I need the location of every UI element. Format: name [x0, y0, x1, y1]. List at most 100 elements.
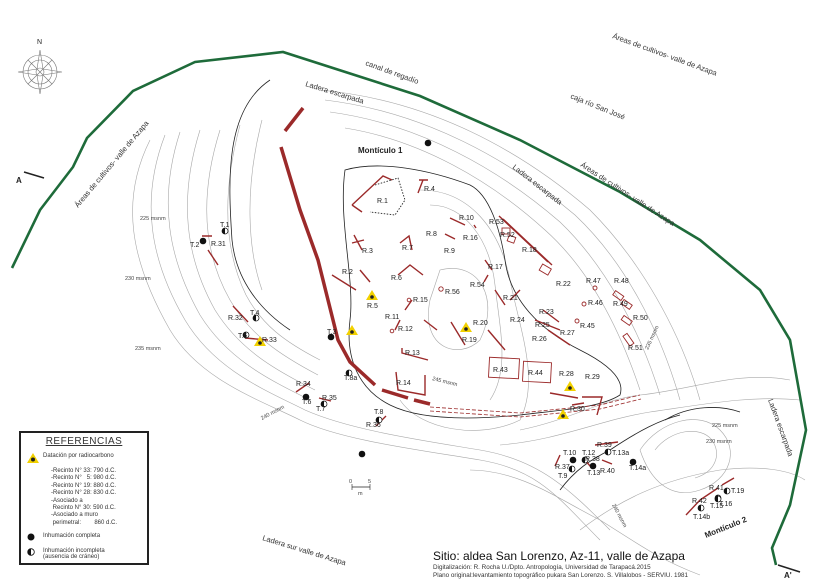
complete-burial-icon [358, 450, 366, 458]
tomb-label: T.13a [612, 450, 629, 457]
tomb-label: T.10 [563, 450, 576, 457]
map-title: Sitio: aldea San Lorenzo, Az-11, valle d… [433, 549, 685, 563]
contour-label: 230 msnm [706, 439, 732, 445]
tomb-label: T.16 [719, 501, 732, 508]
scale-five: 5 [368, 479, 371, 485]
tomb-label: T.2 [190, 242, 199, 249]
incomplete-burial-icon [723, 487, 731, 495]
tomb-label: T.14a [629, 465, 646, 472]
legend-radiocarbon: Datación por radiocarbono [43, 453, 114, 459]
recinto-label: R.24 [510, 317, 525, 324]
incomplete-burial-icon [320, 400, 328, 408]
tomb-label: T.7 [316, 406, 325, 413]
recinto-label: R.48 [614, 278, 629, 285]
legend-box: REFERENCIAS Datación por radiocarbono -R… [19, 431, 149, 565]
recinto-label: R.9 [444, 248, 455, 255]
radiocarbon-icon [557, 409, 569, 419]
recinto-label: R.4 [424, 186, 435, 193]
legend-dates: -Recinto N° 33: 790 d.C.-Recinto N° 5: 9… [51, 468, 147, 527]
recinto-label: R.18 [522, 247, 537, 254]
area-label: Ladera escarpada [766, 398, 795, 459]
recinto-label: R.50 [633, 315, 648, 322]
recinto-label: R.8 [426, 231, 437, 238]
recinto-label: R.2 [342, 269, 353, 276]
recinto-label: R.25 [535, 322, 550, 329]
credit-digitization: Digitalización: R. Rocha U./Dpto. Antrop… [433, 564, 651, 571]
recinto-label: R.44 [528, 370, 543, 377]
cultivation-boundary-line [10, 50, 808, 566]
recinto-label: R.45 [580, 323, 595, 330]
tomb-label: T.12 [582, 450, 595, 457]
credit-original-plan: Plano original:levantamiento topográfico… [433, 572, 688, 579]
recinto-label: R.38 [585, 456, 600, 463]
recinto-label: R.10 [459, 215, 474, 222]
section-label-a-prime: A' [784, 571, 792, 580]
legend-incomplete: Inhumación incompleta [43, 548, 105, 555]
tomb-label: T.3 [327, 329, 336, 336]
recinto-label: R.31 [211, 241, 226, 248]
recinto-label: R.52 [500, 232, 515, 239]
radiocarbon-icon [346, 325, 358, 335]
recinto-label: R.39 [597, 442, 612, 449]
tomb-label: T.13 [587, 470, 600, 477]
radiocarbon-icon [27, 453, 43, 465]
incomplete-burial-icon [604, 448, 612, 456]
contour-label: 225 msnm [140, 216, 166, 222]
recinto-label: R.41 [709, 485, 724, 492]
complete-burial-icon [629, 458, 637, 466]
tomb-label: T.9 [558, 473, 567, 480]
walls [202, 106, 735, 516]
recinto-label: R.5 [367, 303, 378, 310]
incomplete-burial-icon [345, 369, 353, 377]
incomplete-burial-icon [581, 456, 589, 464]
recinto-label: R.32 [228, 315, 243, 322]
contour-label: 235 msnm [644, 325, 660, 351]
area-label: Áreas de cultivos- valle de Azapa [611, 31, 719, 78]
recinto-label: R.56 [445, 289, 460, 296]
recinto-label: R.28 [559, 371, 574, 378]
recinto-label: R.27 [560, 330, 575, 337]
incomplete-burial-icon [221, 227, 229, 235]
area-label: Ladera sur valle de Azapa [261, 533, 347, 567]
recinto-label: R.40 [600, 468, 615, 475]
legend-title: REFERENCIAS [45, 436, 123, 447]
perimeter-wall [279, 146, 377, 387]
legend-date-line: -Asociado a [51, 497, 83, 504]
recinto-label: R.11 [385, 314, 399, 321]
north-arrow-icon [17, 49, 63, 95]
legend-date-line: -Recinto N° 28: 830 d.C. [51, 490, 117, 497]
section-label-a: A [16, 176, 22, 185]
legend-date-line: -Recinto N° 19: 880 d.C. [51, 482, 117, 489]
scale-zero: 0 [349, 479, 352, 485]
recinto-label: R.19 [462, 337, 477, 344]
tomb-label: T.5 [238, 333, 247, 340]
recinto-label: R.22 [556, 281, 571, 288]
area-label: Ladera escarpada [304, 79, 365, 106]
tomb-label: T.4 [250, 310, 259, 317]
contour-label: 240 msnm [610, 503, 628, 529]
radiocarbon-icon [564, 381, 576, 391]
tomb-label: T.14b [693, 514, 710, 521]
complete-burial-icon [302, 393, 310, 401]
scale-unit: m [358, 491, 363, 497]
contour-label: 235 msnm [135, 346, 161, 352]
tomb-label: T.8 [374, 409, 383, 416]
recinto-label: R.34 [296, 381, 311, 388]
complete-burial-icon [424, 139, 432, 147]
radiocarbon-icon [254, 336, 266, 346]
recinto-label: R.29 [585, 374, 600, 381]
legend-date-line: -Recinto N° 33: 790 d.C. [51, 468, 117, 474]
recinto-label: R.15 [413, 297, 428, 304]
recinto-label: R.33 [262, 337, 277, 344]
north-label: N [37, 39, 42, 46]
contour-label: 245 msnm [432, 376, 459, 388]
tomb-label: T.6 [302, 399, 311, 406]
tomb-label: T.15 [710, 503, 723, 510]
incomplete-burial-icon [568, 465, 576, 473]
recinto-label: R.20 [473, 320, 488, 327]
contour-label: 240 msnm [260, 404, 286, 422]
incomplete-burial-icon [714, 495, 722, 503]
recinto-label: R.21 [503, 295, 518, 302]
